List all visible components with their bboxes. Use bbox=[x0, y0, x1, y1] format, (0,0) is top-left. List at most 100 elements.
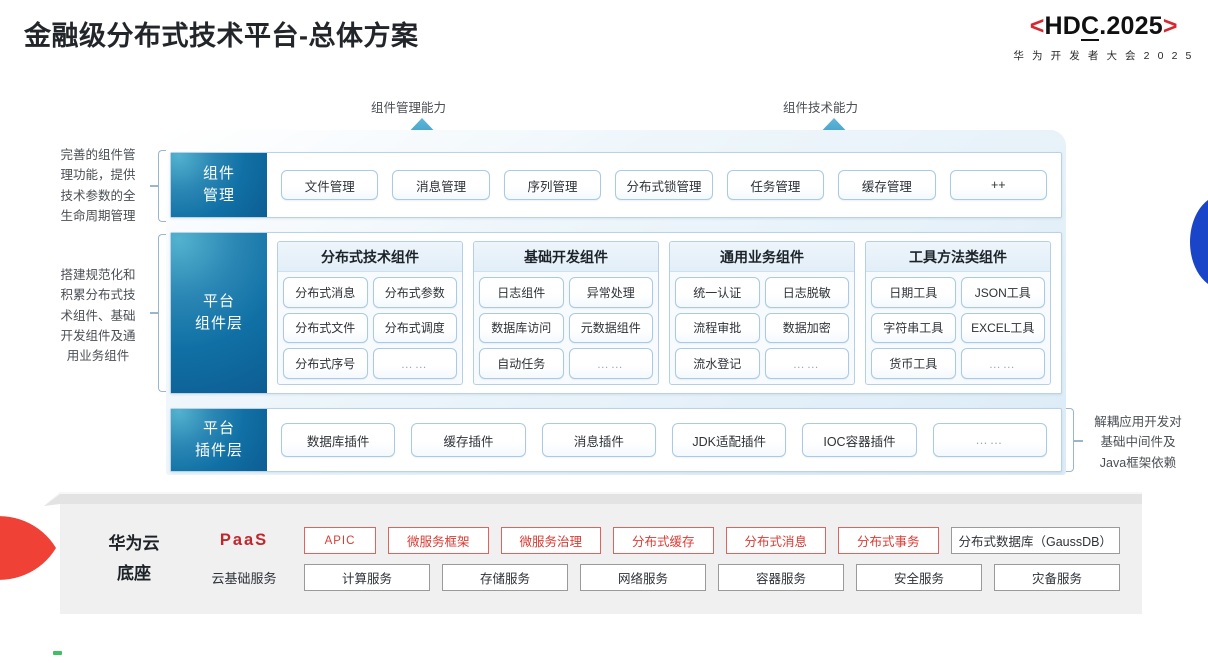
chip-security-service[interactable]: 安全服务 bbox=[856, 564, 982, 591]
brace-right bbox=[1066, 408, 1074, 472]
pill-distributed-sequence[interactable]: 分布式序号 bbox=[283, 348, 368, 379]
pill-database-access[interactable]: 数据库访问 bbox=[479, 312, 564, 344]
base-panel: 华为云 底座 PaaS APIC 微服务框架 微服务治理 分布式缓存 分布式消息… bbox=[60, 504, 1142, 614]
pill-auto-task[interactable]: 自动任务 bbox=[479, 348, 564, 379]
base-title: 华为云 底座 bbox=[82, 529, 186, 589]
group-title: 基础开发组件 bbox=[474, 242, 658, 272]
pill-more-distributed[interactable]: …… bbox=[372, 348, 457, 379]
pill-more-tools[interactable]: …… bbox=[960, 348, 1045, 379]
layer-label-line2: 管理 bbox=[202, 187, 235, 204]
note-component-management: 完善的组件管 理功能，提供 技术参数的全 生命周期管理 bbox=[60, 148, 136, 223]
angle-left-icon: < bbox=[1029, 12, 1045, 40]
hdc-logo-subtitle: 华 为 开 发 者 大 会 2 0 2 5 bbox=[1013, 50, 1194, 62]
base-title-line1: 华为云 bbox=[108, 534, 160, 554]
layer-body-platform-component: 分布式技术组件 分布式消息 分布式参数 分布式文件 分布式调度 分布式序号 ……… bbox=[267, 233, 1061, 393]
chip-distributed-database-gaussdb[interactable]: 分布式数据库（GaussDB） bbox=[950, 527, 1120, 554]
pill-sequence-management[interactable]: 序列管理 bbox=[503, 170, 602, 200]
pill-process-approval[interactable]: 流程审批 bbox=[675, 312, 760, 344]
group-items: 日期工具 JSON工具 字符串工具 EXCEL工具 货币工具 …… bbox=[866, 272, 1050, 384]
pill-log-component[interactable]: 日志组件 bbox=[479, 277, 564, 308]
chip-microservice-framework[interactable]: 微服务框架 bbox=[388, 527, 489, 554]
group-common-business: 通用业务组件 统一认证 日志脱敏 流程审批 数据加密 流水登记 …… bbox=[669, 241, 855, 385]
pill-exception-handling[interactable]: 异常处理 bbox=[568, 277, 653, 308]
chip-distributed-message[interactable]: 分布式消息 bbox=[725, 527, 826, 554]
note-platform-components: 搭建规范化和 积累分布式技 术组件、基础 开发组件及通 用业务组件 bbox=[60, 268, 136, 363]
layer-body-component-management: 文件管理 消息管理 序列管理 分布式锁管理 任务管理 缓存管理 ++ bbox=[267, 153, 1061, 217]
hdc-logo-text-b: C bbox=[1081, 12, 1100, 41]
pill-message-plugin[interactable]: 消息插件 bbox=[541, 423, 656, 457]
pill-distributed-schedule[interactable]: 分布式调度 bbox=[372, 312, 457, 344]
pill-distributed-lock-management[interactable]: 分布式锁管理 bbox=[615, 170, 713, 200]
group-title: 通用业务组件 bbox=[670, 242, 854, 272]
pill-json-tool[interactable]: JSON工具 bbox=[960, 277, 1045, 308]
chip-microservice-governance[interactable]: 微服务治理 bbox=[500, 527, 601, 554]
arrow-caption-right: 组件技术能力 bbox=[783, 101, 859, 115]
pill-file-management[interactable]: 文件管理 bbox=[281, 170, 379, 200]
hdc-logo-text-c: .2025 bbox=[1099, 12, 1163, 40]
base-bevel-decoration bbox=[44, 492, 1142, 506]
paas-label: PaaS bbox=[219, 531, 269, 549]
layer-label-line1: 平台 bbox=[202, 293, 235, 311]
pill-transaction-record[interactable]: 流水登记 bbox=[675, 348, 760, 379]
pill-date-tool[interactable]: 日期工具 bbox=[871, 277, 956, 308]
pill-metadata-component[interactable]: 元数据组件 bbox=[568, 312, 653, 344]
layer-label-component-management: 组件 管理 bbox=[171, 153, 267, 217]
pill-distributed-message[interactable]: 分布式消息 bbox=[283, 277, 368, 308]
pill-jdk-adapter-plugin[interactable]: JDK适配插件 bbox=[671, 423, 787, 457]
chip-apic[interactable]: APIC bbox=[304, 527, 376, 554]
pill-distributed-param[interactable]: 分布式参数 bbox=[372, 277, 457, 308]
chip-distributed-transaction[interactable]: 分布式事务 bbox=[838, 527, 939, 554]
angle-right-icon: > bbox=[1162, 12, 1178, 40]
layer-component-management: 组件 管理 文件管理 消息管理 序列管理 分布式锁管理 任务管理 缓存管理 ++ bbox=[170, 152, 1062, 218]
blue-lens-decoration bbox=[1190, 200, 1208, 284]
layer-body-platform-plugin: 数据库插件 缓存插件 消息插件 JDK适配插件 IOC容器插件 …… bbox=[267, 409, 1061, 471]
pill-unified-auth[interactable]: 统一认证 bbox=[675, 277, 760, 308]
chip-distributed-cache[interactable]: 分布式缓存 bbox=[613, 527, 714, 554]
hdc-logo-text-a: HD bbox=[1044, 12, 1082, 40]
pill-task-management[interactable]: 任务管理 bbox=[726, 170, 825, 200]
pill-string-tool[interactable]: 字符串工具 bbox=[871, 312, 956, 344]
pill-excel-tool[interactable]: EXCEL工具 bbox=[960, 312, 1045, 344]
layer-platform-plugin: 平台 插件层 数据库插件 缓存插件 消息插件 JDK适配插件 IOC容器插件 …… bbox=[170, 408, 1062, 472]
chip-network-service[interactable]: 网络服务 bbox=[580, 564, 706, 591]
chip-container-service[interactable]: 容器服务 bbox=[718, 564, 844, 591]
base-rows: PaaS APIC 微服务框架 微服务治理 分布式缓存 分布式消息 分布式事务 … bbox=[186, 527, 1120, 591]
chip-disaster-recovery-service[interactable]: 灾备服务 bbox=[994, 564, 1120, 591]
layer-label-line2: 组件层 bbox=[194, 315, 243, 332]
pill-currency-tool[interactable]: 货币工具 bbox=[871, 348, 956, 379]
pill-database-plugin[interactable]: 数据库插件 bbox=[281, 423, 396, 457]
layer-label-line2: 插件层 bbox=[194, 442, 243, 459]
layer-label-platform-plugin: 平台 插件层 bbox=[171, 409, 267, 471]
chip-compute-service[interactable]: 计算服务 bbox=[304, 564, 430, 591]
pill-more-basic-dev[interactable]: …… bbox=[568, 348, 653, 379]
pill-more-business[interactable]: …… bbox=[764, 348, 849, 379]
layer-label-line1: 组件 bbox=[202, 165, 235, 183]
group-items: 统一认证 日志脱敏 流程审批 数据加密 流水登记 …… bbox=[670, 272, 854, 384]
layer-platform-component: 平台 组件层 分布式技术组件 分布式消息 分布式参数 分布式文件 分布式调度 分… bbox=[170, 232, 1062, 394]
group-title: 分布式技术组件 bbox=[278, 242, 462, 272]
pill-more-plugins[interactable]: …… bbox=[932, 423, 1047, 457]
green-marker-decoration bbox=[53, 651, 62, 655]
group-distributed-tech: 分布式技术组件 分布式消息 分布式参数 分布式文件 分布式调度 分布式序号 …… bbox=[277, 241, 463, 385]
brace-left-top bbox=[158, 150, 166, 222]
group-title: 工具方法类组件 bbox=[866, 242, 1050, 272]
pill-data-encryption[interactable]: 数据加密 bbox=[764, 312, 849, 344]
note-plugin-decoupling: 解耦应用开发对 基础中间件及 Java框架依赖 bbox=[1094, 415, 1182, 470]
group-tool-methods: 工具方法类组件 日期工具 JSON工具 字符串工具 EXCEL工具 货币工具 …… bbox=[865, 241, 1051, 385]
group-items: 日志组件 异常处理 数据库访问 元数据组件 自动任务 …… bbox=[474, 272, 658, 384]
pill-distributed-file[interactable]: 分布式文件 bbox=[283, 312, 368, 344]
cloud-services-row: 云基础服务 计算服务 存储服务 网络服务 容器服务 安全服务 灾备服务 bbox=[196, 564, 1120, 591]
chip-storage-service[interactable]: 存储服务 bbox=[442, 564, 568, 591]
paas-row: PaaS APIC 微服务框架 微服务治理 分布式缓存 分布式消息 分布式事务 … bbox=[196, 527, 1120, 554]
pill-cache-plugin[interactable]: 缓存插件 bbox=[411, 423, 526, 457]
group-items: 分布式消息 分布式参数 分布式文件 分布式调度 分布式序号 …… bbox=[278, 272, 462, 384]
pill-ioc-container-plugin[interactable]: IOC容器插件 bbox=[802, 423, 917, 457]
arrow-caption-left: 组件管理能力 bbox=[371, 101, 447, 115]
pill-cache-management[interactable]: 缓存管理 bbox=[838, 170, 936, 200]
group-basic-dev: 基础开发组件 日志组件 异常处理 数据库访问 元数据组件 自动任务 …… bbox=[473, 241, 659, 385]
pill-add-more[interactable]: ++ bbox=[949, 170, 1047, 200]
red-wedge-decoration bbox=[0, 516, 56, 580]
pill-log-masking[interactable]: 日志脱敏 bbox=[764, 277, 849, 308]
pill-message-management[interactable]: 消息管理 bbox=[392, 170, 490, 200]
